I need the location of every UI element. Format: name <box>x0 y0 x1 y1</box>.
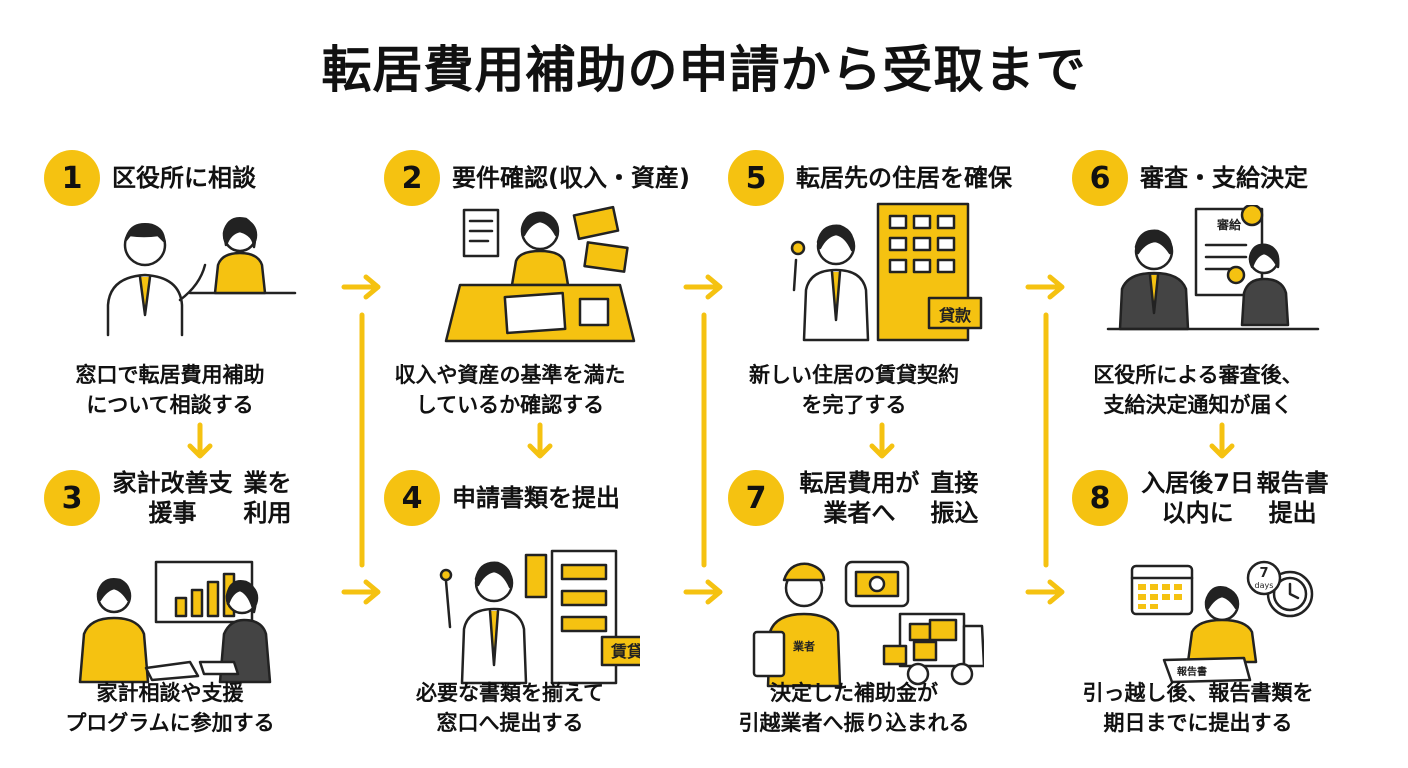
step-number-badge: 2 <box>384 150 440 206</box>
arrow-right-e <box>1025 274 1065 300</box>
step-number-badge: 4 <box>384 470 440 526</box>
review-decision-illustration: 審給 <box>1106 205 1320 331</box>
arrow-down-2-4 <box>527 422 553 459</box>
document-label: 審給 <box>1216 217 1242 232</box>
consultation-illustration <box>106 217 297 337</box>
step-title: 申請書類を提出 <box>452 484 620 512</box>
arrow-down-5-7 <box>869 422 895 459</box>
step-description: 引っ越し後、報告書類を 期日までに提出する <box>1082 681 1314 735</box>
step-header: 7 転居費用が業者へ 直接振込 <box>684 469 1004 527</box>
arrow-down-1-3 <box>187 422 213 459</box>
step-title: 転居費用が業者へ 直接振込 <box>799 469 979 527</box>
step-title: 区役所に相談 <box>112 164 256 192</box>
step-number-badge: 6 <box>1072 150 1128 206</box>
direct-transfer-illustration: 業者 <box>752 560 984 688</box>
household-support-illustration <box>78 560 272 684</box>
rental-sign-text: 賃貸 <box>610 642 640 661</box>
step-description: 窓口で転居費用補助 について相談する <box>75 363 265 417</box>
step-description: 決定した補助金が 引越業者へ振り込まれる <box>738 681 970 735</box>
arrow-right-a <box>341 274 381 300</box>
step-header: 4 申請書類を提出 <box>340 470 660 526</box>
step-number-badge: 3 <box>44 470 100 526</box>
loan-sign-text: 貸款 <box>938 306 972 325</box>
document-submission-illustration: 賃貸 <box>439 549 640 685</box>
page-title: 転居費用補助の申請から受取まで <box>321 41 1087 99</box>
step-description: 新しい住居の賃貸契約 を完了する <box>749 363 959 417</box>
report-paper-label: 報告書 <box>1177 665 1207 678</box>
step-description: 収入や資産の基準を満た しているか確認する <box>394 363 626 417</box>
step-title: 家計改善支援事 業を利用 <box>112 469 292 527</box>
step-description: 必要な書類を揃えて 窓口へ提出する <box>416 681 604 735</box>
step-number-badge: 1 <box>44 150 100 206</box>
vendor-badge-text: 業者 <box>792 639 815 653</box>
report-submission-illustration: 7 days 報告書 <box>1130 560 1314 684</box>
step-title: 審査・支給決定 <box>1140 164 1308 192</box>
requirement-check-illustration <box>444 205 636 343</box>
arrow-right-c <box>683 274 723 300</box>
step-title: 転居先の住居を確保 <box>796 164 1012 192</box>
step-number-badge: 7 <box>728 470 784 526</box>
step-header: 5 転居先の住居を確保 <box>684 150 1012 206</box>
clock-days-unit: days <box>1255 581 1274 590</box>
step-header: 1 区役所に相談 <box>0 150 320 206</box>
step-title: 要件確認(収入・資産) <box>452 164 690 192</box>
arrow-right-f <box>1025 579 1065 605</box>
arrow-right-d <box>683 579 723 605</box>
step-header: 2 要件確認(収入・資産) <box>340 150 690 206</box>
step-header: 6 審査・支給決定 <box>1028 150 1348 206</box>
step-number-badge: 8 <box>1072 470 1128 526</box>
step-header: 8 入居後7日以内に 報告書提出 <box>1028 469 1348 527</box>
step-description: 区役所による審査後、 支給決定通知が届く <box>1093 363 1303 417</box>
step-description: 家計相談や支援 プログラムに参加する <box>65 681 275 735</box>
step-header: 3 家計改善支援事 業を利用 <box>0 469 320 527</box>
arrow-down-6-8 <box>1209 422 1235 459</box>
housing-illustration: 貸款 <box>790 202 983 342</box>
arrow-right-b <box>341 579 381 605</box>
step-title: 入居後7日以内に 報告書提出 <box>1141 469 1329 527</box>
clock-days-number: 7 <box>1259 566 1268 581</box>
step-number-badge: 5 <box>728 150 784 206</box>
